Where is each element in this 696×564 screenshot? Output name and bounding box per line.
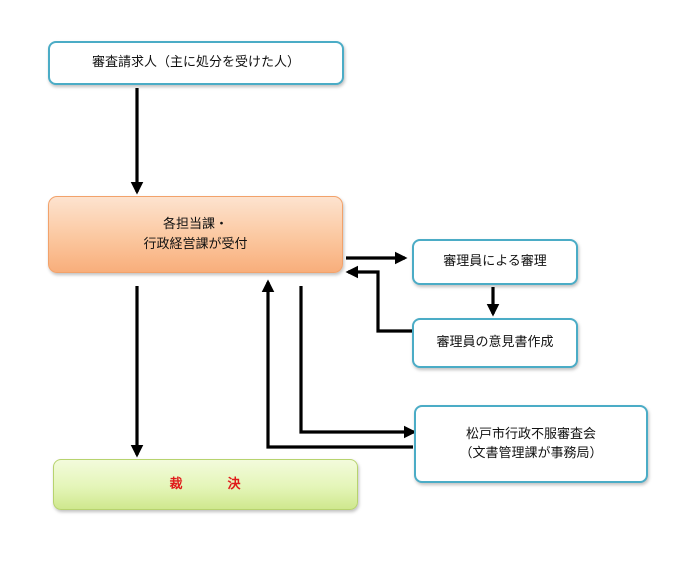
decision-box: 裁 決	[53, 459, 358, 510]
council-label-line1: 松戸市行政不服審査会	[465, 426, 596, 442]
intake-label-line2: 行政経営課が受付	[143, 236, 248, 252]
claimant-box: 審査請求人（主に処分を受けた人）	[48, 41, 344, 85]
examiner-opinion-box: 審理員の意見書作成	[412, 318, 578, 368]
claimant-label: 審査請求人（主に処分を受けた人）	[91, 55, 300, 71]
decision-label-part2: 決	[227, 476, 242, 492]
decision-label-part1: 裁	[169, 476, 184, 492]
examiner-review-box: 審理員による審理	[412, 239, 578, 285]
council-box: 松戸市行政不服審査会 （文書管理課が事務局）	[414, 405, 648, 483]
intake-label-line1: 各担当課・	[162, 217, 228, 232]
arrow-intake-to-council	[299, 286, 417, 439]
arrow-opinion-to-intake	[345, 265, 413, 333]
council-label-line2: （文書管理課が事務局）	[459, 446, 603, 461]
intake-box: 各担当課・ 行政経営課が受付	[48, 196, 343, 273]
examiner-review-label: 審理員による審理	[443, 254, 547, 270]
examiner-opinion-label: 審理員の意見書作成	[436, 335, 554, 351]
arrow-council-to-intake	[261, 279, 413, 449]
